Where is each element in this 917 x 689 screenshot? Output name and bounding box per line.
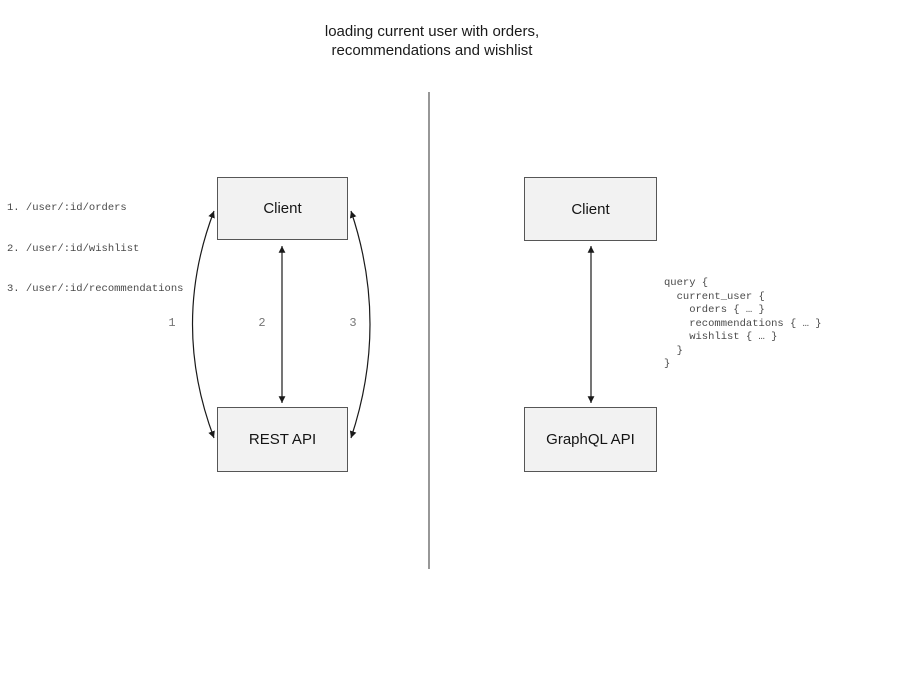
rest-endpoint-list: 1. /user/:id/orders 2. /user/:id/wishlis…: [7, 175, 183, 324]
diagram-title-line1: loading current user with orders,: [324, 23, 540, 40]
rest-client-label: Client: [263, 200, 302, 217]
rest-arrow-3-curve: [349, 210, 371, 439]
rest-client-node: Client: [217, 177, 348, 240]
graphql-api-node: GraphQL API: [524, 407, 657, 472]
rest-endpoint-orders: 1. /user/:id/orders: [7, 202, 127, 214]
rest-arrow-1-label: 1: [168, 316, 176, 330]
rest-endpoint-wishlist: 2. /user/:id/wishlist: [7, 242, 140, 255]
graphql-client-label: Client: [571, 200, 610, 218]
diagram-title-line2: recommendations and wishlist: [331, 42, 533, 59]
rest-arrow-1-curve: [191, 210, 215, 439]
graphql-api-label: GraphQL API: [546, 431, 635, 448]
rest-arrow-3-label: 3: [349, 316, 357, 330]
rest-endpoint-recommendations: 3. /user/:id/recommendations: [7, 283, 184, 295]
diagram-title: loading current user with orders, recomm…: [0, 22, 864, 60]
graphql-client-node: Client: [524, 177, 657, 241]
rest-api-label: REST API: [248, 431, 317, 448]
graphql-query-snippet: query { current_user { orders { … } reco…: [664, 277, 822, 370]
rest-api-node: REST API: [217, 407, 348, 472]
rest-arrow-2-label: 2: [258, 316, 266, 330]
